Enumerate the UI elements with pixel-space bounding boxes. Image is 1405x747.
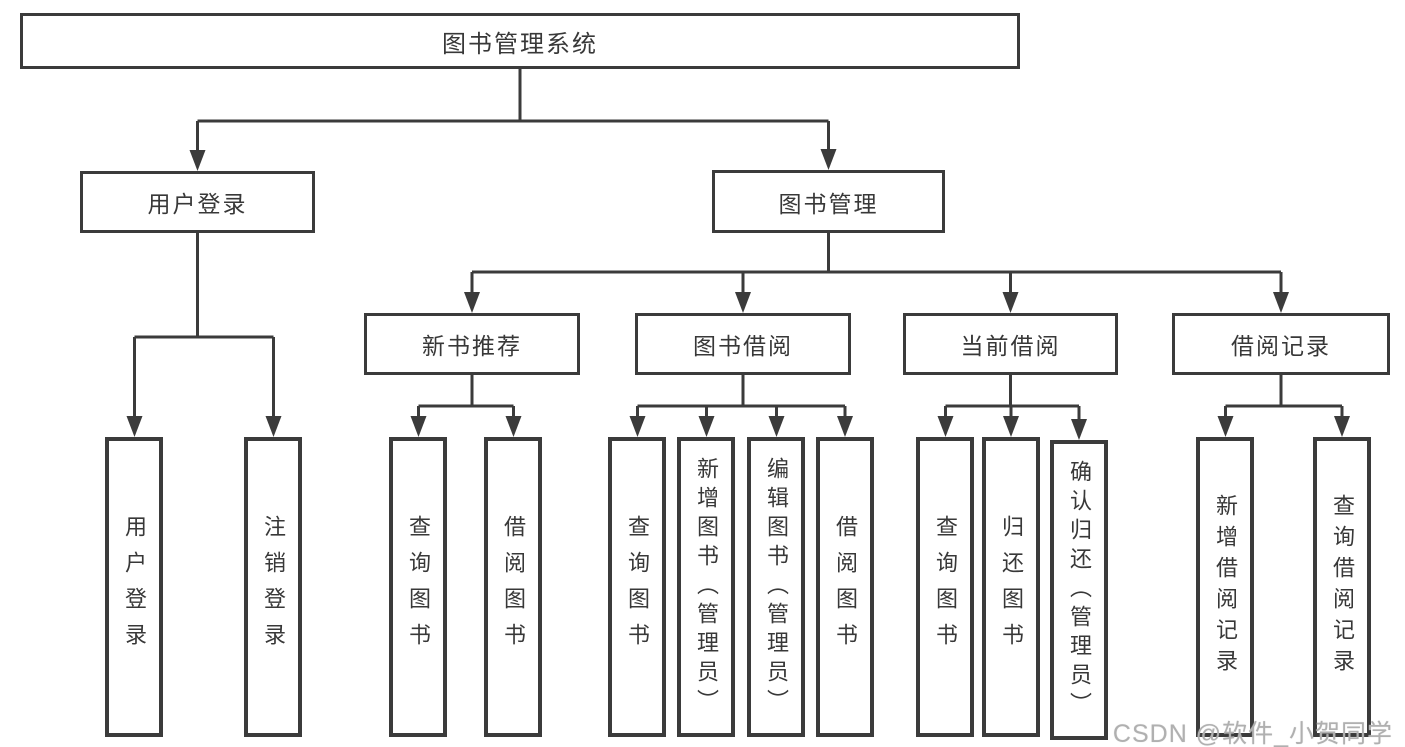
leaf-label: 编辑图书（管理员） [764,456,789,718]
leaf-add-book-admin: 新增图书（管理员） [677,437,735,737]
leaf-label: 注销登录 [261,515,286,659]
leaf-logout: 注销登录 [244,437,302,737]
node-label: 借阅记录 [1231,333,1331,359]
leaf-label: 新增借阅记录 [1213,494,1238,680]
leaf-label: 新增图书（管理员） [694,456,719,718]
leaf-query-books-recommend: 查询图书 [389,437,447,737]
leaf-label: 借阅图书 [501,515,526,659]
leaf-label: 用户登录 [122,515,147,659]
leaf-user-login: 用户登录 [105,437,163,737]
node-library-system: 图书管理系统 [20,13,1020,69]
leaf-label: 查询图书 [933,515,958,659]
node-borrow-records: 借阅记录 [1172,313,1390,375]
node-label: 图书借阅 [693,333,793,359]
leaf-label: 查询图书 [625,515,650,659]
leaf-edit-book-admin: 编辑图书（管理员） [747,437,805,737]
node-new-book-recommend: 新书推荐 [364,313,580,375]
leaf-add-borrow-record: 新增借阅记录 [1196,437,1254,737]
node-label: 图书管理系统 [442,30,598,58]
leaf-return-book: 归还图书 [982,437,1040,737]
node-book-borrow: 图书借阅 [635,313,851,375]
node-label: 当前借阅 [960,333,1061,359]
node-label: 图书管理 [778,190,879,217]
leaf-query-books-borrow: 查询图书 [608,437,666,737]
leaf-borrow-books: 借阅图书 [816,437,874,737]
leaf-label: 查询图书 [406,515,431,659]
csdn-watermark: CSDN @软件_小贺同学 [1112,720,1393,747]
leaf-query-borrow-record: 查询借阅记录 [1313,437,1371,737]
leaf-query-books-current: 查询图书 [916,437,974,737]
leaf-label: 借阅图书 [833,515,858,659]
leaf-borrow-books-recommend: 借阅图书 [484,437,542,737]
node-book-management: 图书管理 [712,170,945,233]
node-label: 用户登录 [147,191,248,217]
leaf-confirm-return-admin: 确认归还（管理员） [1050,440,1108,740]
leaf-label: 确认归还（管理员） [1067,459,1092,721]
node-current-borrow: 当前借阅 [903,313,1118,375]
node-user-login: 用户登录 [80,171,315,233]
leaf-label: 查询借阅记录 [1330,494,1355,680]
node-label: 新书推荐 [422,333,522,359]
leaf-label: 归还图书 [999,515,1024,659]
